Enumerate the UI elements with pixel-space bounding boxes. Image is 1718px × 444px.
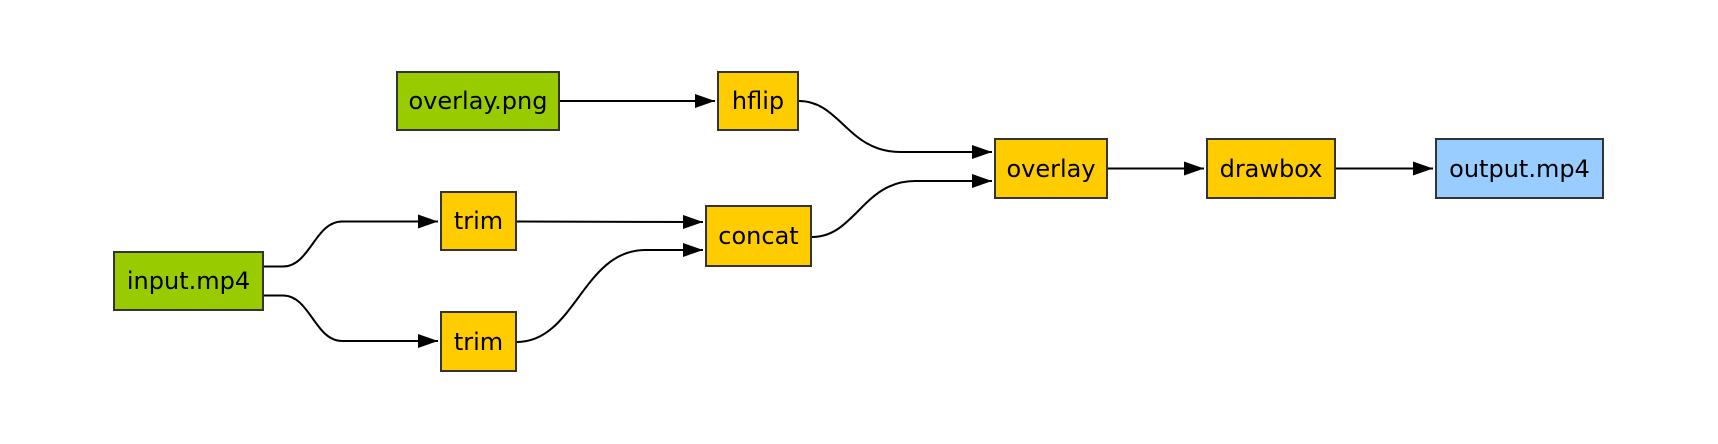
edge-trim-top-to-concat	[516, 214, 704, 229]
edge-trim-bottom-to-concat	[516, 243, 703, 343]
node-output-mp4: output.mp4	[1435, 138, 1604, 199]
node-hflip: hflip	[717, 71, 799, 131]
node-input-mp4: input.mp4	[113, 251, 264, 311]
edge-input-to-trim-top	[264, 214, 438, 268]
node-drawbox: drawbox	[1206, 138, 1336, 199]
node-concat: concat	[705, 205, 812, 267]
node-overlay-png: overlay.png	[396, 71, 560, 131]
node-trim-bottom: trim	[440, 311, 517, 372]
edge-input-to-trim-bottom	[264, 294, 438, 348]
node-trim-top: trim	[440, 191, 517, 251]
edge-hflip-to-overlay	[798, 100, 992, 159]
node-overlay: overlay	[994, 138, 1108, 199]
edge-concat-to-overlay	[811, 174, 992, 238]
